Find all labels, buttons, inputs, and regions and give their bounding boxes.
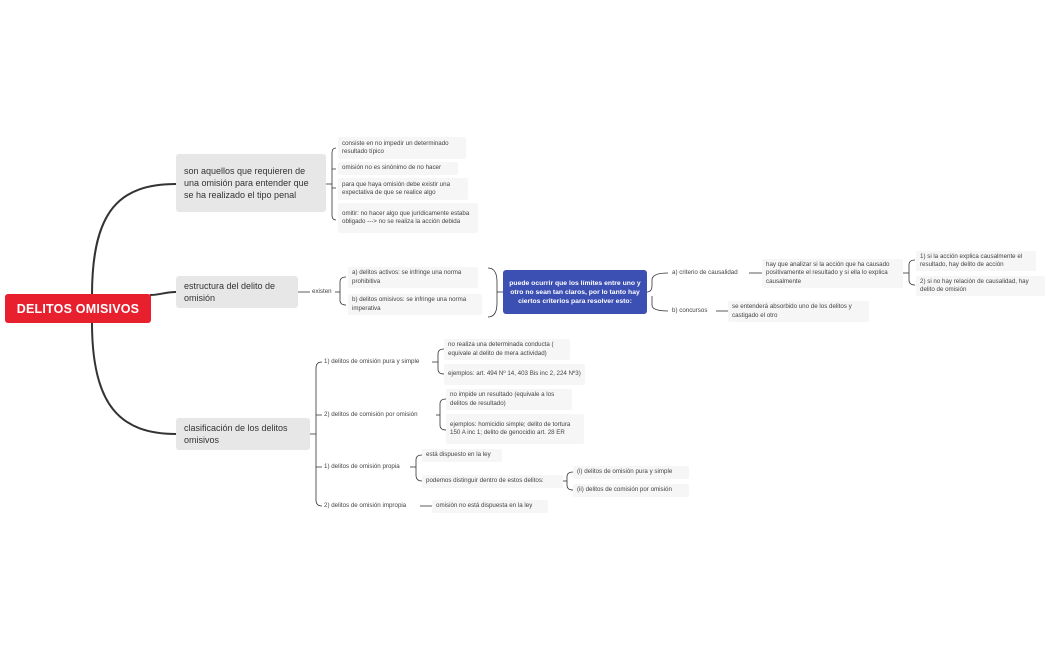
outcome-omision[interactable]: 2) si no hay relación de causalidad, hay… [916, 276, 1045, 296]
omision-propia-sub-2[interactable]: (ii) delitos de comisión por omisión [573, 484, 689, 497]
group-omision-pura[interactable]: 1) delitos de omisión pura y simple [322, 357, 421, 367]
group-omision-propia-label: 1) delitos de omisión propia [324, 462, 400, 470]
structure-item-activos-text: a) delitos activos: se infringe una norm… [352, 269, 462, 285]
comision-item-2[interactable]: ejemplos: homicidio simple; delito de to… [446, 414, 584, 444]
group-comision-por-omision[interactable]: 2) delitos de comisión por omisión [322, 410, 420, 420]
root-topic[interactable]: DELITOS OMISIVOS [5, 294, 151, 323]
criterion-concursos[interactable]: b) concursos [670, 306, 709, 316]
criterion-causalidad[interactable]: a) criterio de causalidad [670, 268, 740, 278]
structure-item-activos[interactable]: a) delitos activos: se infringe una norm… [348, 267, 478, 288]
omision-impropia-item-1-text: omisión no está dispuesta en la ley [436, 502, 533, 510]
definition-item-4[interactable]: omitir: no hacer algo que jurídicamente … [338, 203, 478, 233]
comision-item-1-text: no impide un resultado (equivale a los d… [450, 391, 555, 407]
branch-classification[interactable]: clasificación de los delitos omisivos [176, 418, 310, 450]
definition-item-1[interactable]: consiste en no impedir un determinado re… [338, 137, 466, 159]
definition-item-4-text: omitir: no hacer algo que jurídicamente … [342, 209, 470, 225]
omision-pura-item-1[interactable]: no realiza una determinada conducta ( eq… [444, 339, 570, 360]
structure-item-omisivos[interactable]: b) delitos omisivos: se infringe una nor… [348, 294, 482, 315]
omision-propia-item-2-text: podemos distinguir dentro de estos delit… [426, 477, 544, 485]
definition-item-3[interactable]: para que haya omisión debe existir una e… [338, 178, 468, 200]
connector-existen: existen [310, 287, 334, 297]
root-to-branch1 [91, 183, 177, 296]
comision-item-1[interactable]: no impide un resultado (equivale a los d… [446, 389, 572, 410]
group-comision-por-omision-label: 2) delitos de comisión por omisión [324, 410, 418, 418]
root-to-branch3 [91, 322, 177, 435]
omision-pura-item-2[interactable]: ejemplos: art. 494 Nº 14, 403 Bis inc 2,… [444, 364, 585, 385]
criterion-causalidad-detail[interactable]: hay que analizar si la acción que ha cau… [762, 259, 903, 288]
omision-pura-item-1-text: no realiza una determinada conducta ( eq… [448, 341, 554, 357]
omision-pura-item-2-text: ejemplos: art. 494 Nº 14, 403 Bis inc 2,… [448, 370, 581, 378]
structure-item-omisivos-text: b) delitos omisivos: se infringe una nor… [352, 296, 467, 312]
outcome-omision-text: 2) si no hay relación de causalidad, hay… [920, 277, 1029, 293]
criterion-concursos-detail[interactable]: se entenderá absorbido uno de los delito… [728, 301, 869, 322]
criterion-causalidad-label: a) criterio de causalidad [672, 268, 738, 276]
group-omision-propia[interactable]: 1) delitos de omisión propia [322, 462, 402, 472]
group-omision-pura-label: 1) delitos de omisión pura y simple [324, 357, 420, 365]
root-label: DELITOS OMISIVOS [16, 301, 140, 316]
definition-item-2[interactable]: omisión no es sinónimo de no hacer [338, 162, 458, 175]
group-omision-impropia[interactable]: 2) delitos de omisión impropia [322, 501, 408, 511]
branch-structure-label: estructura del delito de omisión [184, 281, 276, 303]
comision-item-2-text: ejemplos: homicidio simple; delito de to… [450, 420, 571, 436]
criterion-concursos-label: b) concursos [672, 306, 708, 314]
criterion-causalidad-detail-text: hay que analizar si la acción que ha cau… [766, 260, 890, 285]
branch-definition[interactable]: son aquellos que requieren de una omisió… [176, 154, 326, 212]
branch-classification-label: clasificación de los delitos omisivos [184, 423, 288, 445]
omision-propia-sub-1-text: (i) delitos de omisión pura y simple [577, 468, 673, 476]
definition-item-3-text: para que haya omisión debe existir una e… [342, 180, 451, 196]
omision-propia-item-1[interactable]: está dispuesto en la ley [422, 449, 502, 462]
root-to-branch2 [149, 291, 177, 296]
definition-item-1-text: consiste en no impedir un determinado re… [342, 139, 449, 155]
omision-propia-item-2[interactable]: podemos distinguir dentro de estos delit… [422, 475, 563, 488]
outcome-accion-text: 1) si la acción explica causalmente el r… [920, 252, 1023, 268]
criteria-summary[interactable]: puede ocurrir que los límites entre uno … [503, 270, 647, 314]
group-omision-impropia-label: 2) delitos de omisión impropia [324, 501, 407, 509]
branch-structure[interactable]: estructura del delito de omisión [176, 276, 298, 308]
definition-item-2-text: omisión no es sinónimo de no hacer [342, 164, 442, 172]
branch-definition-label: son aquellos que requieren de una omisió… [184, 166, 309, 200]
connector-existen-text: existen [312, 287, 332, 295]
omision-propia-sub-1[interactable]: (i) delitos de omisión pura y simple [573, 466, 689, 479]
omision-impropia-item-1[interactable]: omisión no está dispuesta en la ley [432, 500, 548, 513]
criterion-concursos-detail-text: se entenderá absorbido uno de los delito… [732, 303, 852, 319]
omision-propia-item-1-text: está dispuesto en la ley [426, 451, 491, 459]
outcome-accion[interactable]: 1) si la acción explica causalmente el r… [916, 251, 1036, 271]
criteria-summary-text: puede ocurrir que los límites entre uno … [509, 279, 641, 305]
omision-propia-sub-2-text: (ii) delitos de comisión por omisión [577, 486, 672, 494]
